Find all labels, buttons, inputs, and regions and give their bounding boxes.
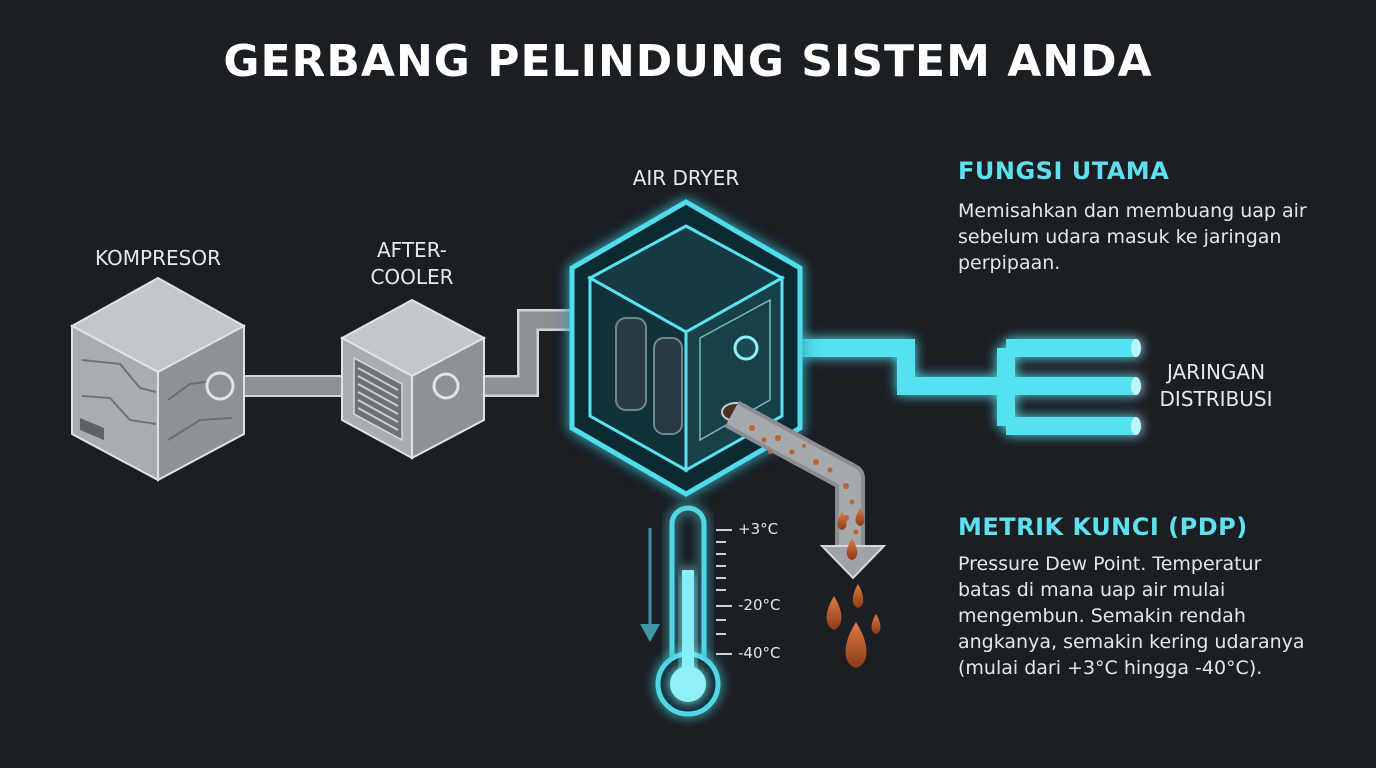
thermometer-icon xyxy=(655,505,732,717)
metric-line-2: batas di mana uap air mulai xyxy=(958,579,1226,601)
water-drops-icon xyxy=(826,508,881,668)
function-line-3: perpipaan. xyxy=(958,252,1061,274)
compressor-icon xyxy=(69,276,247,482)
page-title: GERBANG PELINDUNG SISTEM ANDA xyxy=(223,36,1153,87)
tick-label-bottom: -40°C xyxy=(738,644,781,662)
aftercooler-icon xyxy=(339,298,487,460)
aftercooler-label-line1: AFTER- xyxy=(377,238,447,262)
air-dryer-label: AIR DRYER xyxy=(632,166,740,190)
metric-heading: METRIK KUNCI (PDP) xyxy=(958,513,1248,541)
tick-label-top: +3°C xyxy=(738,520,779,538)
compressor-label: KOMPRESOR xyxy=(95,246,221,270)
metric-line-4: angkanya, semakin kering udaranya xyxy=(958,631,1305,653)
function-line-2: sebelum udara masuk ke jaringan xyxy=(958,226,1282,248)
metric-line-3: mengembun. Semakin rendah xyxy=(958,605,1246,627)
function-line-1: Memisahkan dan membuang uap air xyxy=(958,200,1307,222)
distribution-label-line2: DISTRIBUSI xyxy=(1159,387,1273,411)
distribution-pipes xyxy=(746,339,1141,435)
aftercooler-label-line2: COOLER xyxy=(370,265,454,289)
metric-line-5: (mulai dari +3°C hingga -40°C). xyxy=(958,657,1263,679)
function-heading: FUNGSI UTAMA xyxy=(958,157,1170,185)
tick-label-mid: -20°C xyxy=(738,596,781,614)
drain-pipe xyxy=(724,400,865,550)
metric-line-1: Pressure Dew Point. Temperatur xyxy=(958,553,1262,575)
air-dryer-icon xyxy=(569,199,803,497)
temperature-down-arrow-icon xyxy=(640,528,660,642)
distribution-label-line1: JARINGAN xyxy=(1166,360,1266,384)
